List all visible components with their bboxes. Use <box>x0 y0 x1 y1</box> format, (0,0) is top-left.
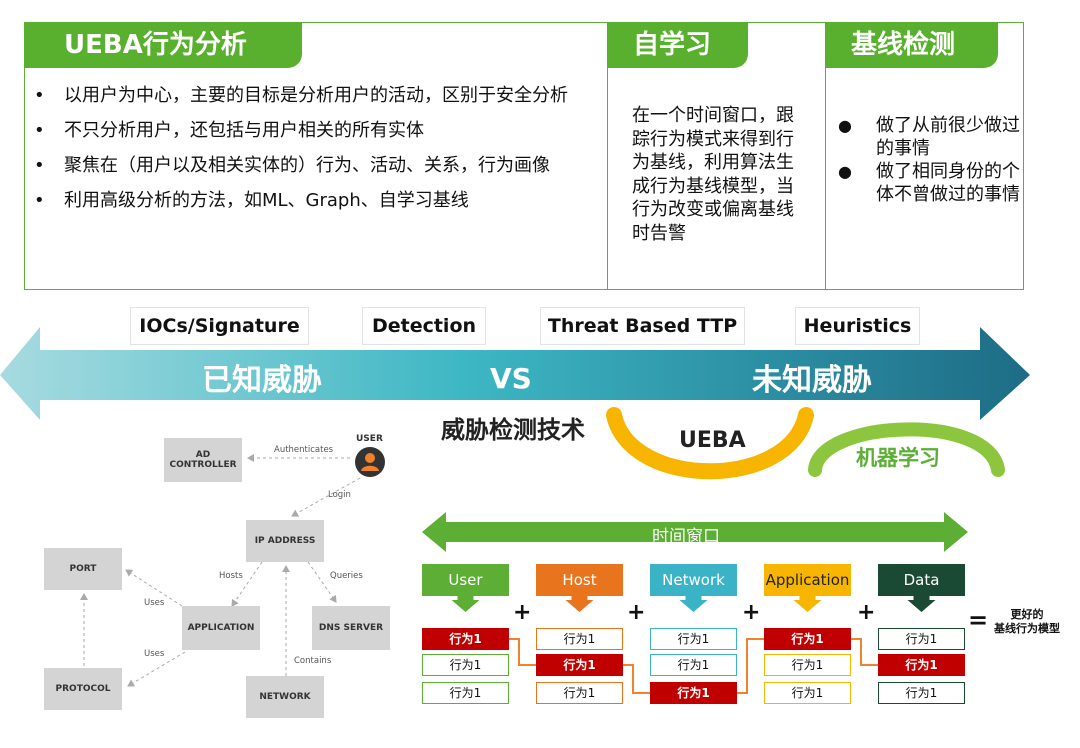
node-network: NETWORK <box>246 676 324 718</box>
edge-uses-protocol: Uses <box>144 649 165 659</box>
category-down-arrow <box>565 596 594 612</box>
edge-uses-port: Uses <box>144 598 165 608</box>
edge-queries: Queries <box>330 571 363 581</box>
unknown-threats-label: 未知威胁 <box>752 363 872 398</box>
label-heuristics: Heuristics <box>795 307 920 345</box>
bullet-text: 以用户为中心，主要的目标是分析用户的活动，区别于安全分析 <box>64 85 568 106</box>
behavior-cell: 行为1 <box>878 682 965 704</box>
node-ip-address: IP ADDRESS <box>246 520 324 562</box>
bullet-dot: • <box>34 155 45 176</box>
bullet-text: 利用高级分析的方法，如ML、Graph、自学习基线 <box>64 190 469 211</box>
bullet-dot: ● <box>838 162 852 181</box>
edge-hosts: Hosts <box>219 571 243 581</box>
behavior-cell-active: 行为1 <box>764 628 851 650</box>
self-learning-text: 在一个时间窗口，跟踪行为模式来得到行为基线，利用算法生成行为基线模型，当行为改变… <box>632 105 794 244</box>
behavior-cell: 行为1 <box>422 682 509 704</box>
behavior-cell: 行为1 <box>764 682 851 704</box>
behavior-cell: 行为1 <box>536 682 623 704</box>
node-user-label: USER <box>356 434 383 444</box>
edge-login: Login <box>328 490 351 500</box>
bullet-text: 做了相同身份的个体不曾做过的事情 <box>876 161 1020 205</box>
machine-learning-label: 机器学习 <box>856 446 940 470</box>
edge-authenticates: Authenticates <box>274 445 334 455</box>
time-window-label: 时间窗口 <box>652 527 720 547</box>
category-host: Host <box>536 564 623 596</box>
bullet-dot: ● <box>838 116 852 135</box>
baseline-title: 基线检测 <box>825 22 998 68</box>
self-learning-title: 自学习 <box>607 22 748 68</box>
plus-sign: + <box>513 600 532 625</box>
category-down-arrow <box>907 596 936 612</box>
behavior-cell: 行为1 <box>764 654 851 676</box>
bullet-dot: • <box>34 190 45 211</box>
plus-sign: + <box>742 600 761 625</box>
behavior-cell-active: 行为1 <box>536 654 623 676</box>
ueba-bullet-3: • 聚焦在（用户以及相关实体的）行为、活动、关系，行为画像 <box>30 154 596 177</box>
label-detection: Detection <box>362 307 486 345</box>
behavior-cell: 行为1 <box>536 628 623 650</box>
threat-spectrum-arrow <box>0 327 1030 420</box>
category-application: Application <box>764 564 851 596</box>
behavior-cell: 行为1 <box>878 628 965 650</box>
ueba-bullet-2: • 不只分析用户，还包括与用户相关的所有实体 <box>30 119 596 142</box>
category-down-arrow <box>793 596 822 612</box>
plus-sign: + <box>857 600 876 625</box>
behavior-cell: 行为1 <box>650 628 737 650</box>
node-application: APPLICATION <box>182 606 260 650</box>
bullet-dot: • <box>34 120 45 141</box>
behavior-cell: 行为1 <box>650 654 737 676</box>
category-data: Data <box>878 564 965 596</box>
behavior-flow-connector <box>509 638 878 694</box>
equals-sign: = <box>968 606 989 634</box>
bullet-text: 聚焦在（用户以及相关实体的）行为、活动、关系，行为画像 <box>64 155 550 176</box>
ueba-bullet-4: • 利用高级分析的方法，如ML、Graph、自学习基线 <box>30 189 596 212</box>
bullet-dot: • <box>34 85 45 106</box>
threat-detection-tech-label: 威胁检测技术 <box>441 416 585 444</box>
bullet-text: 不只分析用户，还包括与用户相关的所有实体 <box>64 120 424 141</box>
baseline-bullet-2: ● 做了相同身份的个体不曾做过的事情 <box>836 160 1020 206</box>
category-down-arrow <box>679 596 708 612</box>
node-port: PORT <box>44 548 122 590</box>
behavior-cell-active: 行为1 <box>422 628 509 650</box>
user-icon <box>355 447 385 477</box>
node-dns-server: DNS SERVER <box>312 606 390 650</box>
vs-label: VS <box>490 362 532 395</box>
node-protocol: PROTOCOL <box>44 668 122 710</box>
behavior-cell: 行为1 <box>422 654 509 676</box>
category-down-arrow <box>451 596 480 612</box>
plus-sign: + <box>627 600 646 625</box>
node-ad-controller: AD CONTROLLER <box>164 438 242 482</box>
ueba-bullet-1: • 以用户为中心，主要的目标是分析用户的活动，区别于安全分析 <box>30 84 596 107</box>
category-network: Network <box>650 564 737 596</box>
category-user: User <box>422 564 509 596</box>
baseline-bullet-list: ● 做了从前很少做过的事情 ● 做了相同身份的个体不曾做过的事情 <box>836 114 1020 206</box>
label-threat-based-ttp: Threat Based TTP <box>540 307 745 345</box>
ueba-bullet-list: • 以用户为中心，主要的目标是分析用户的活动，区别于安全分析 • 不只分析用户，还包… <box>30 84 596 224</box>
better-baseline-model-label: 更好的 基线行为模型 <box>994 608 1060 635</box>
edge-contains: Contains <box>294 656 332 666</box>
ueba-title: UEBA行为分析 <box>24 22 302 68</box>
ueba-arc-label: UEBA <box>679 428 746 453</box>
known-threats-label: 已知威胁 <box>202 363 322 398</box>
label-iocs-signature: IOCs/Signature <box>130 307 309 345</box>
behavior-cell-active: 行为1 <box>650 682 737 704</box>
behavior-cell-active: 行为1 <box>878 654 965 676</box>
bullet-text: 做了从前很少做过的事情 <box>876 115 1020 159</box>
baseline-bullet-1: ● 做了从前很少做过的事情 <box>836 114 1020 160</box>
